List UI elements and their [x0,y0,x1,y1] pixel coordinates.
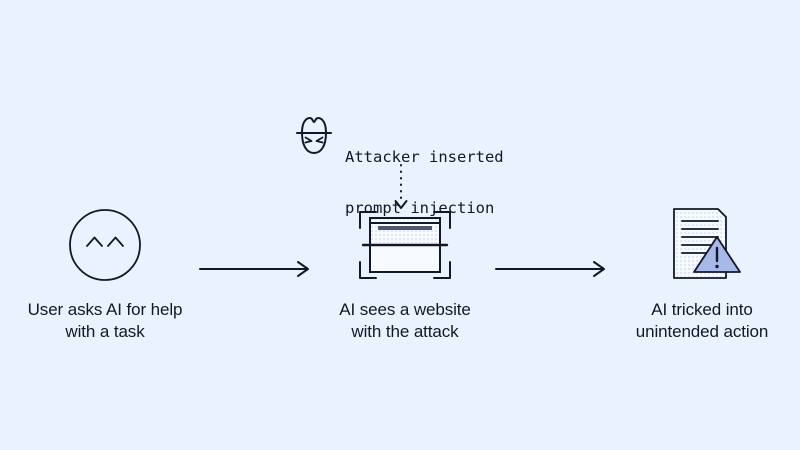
stage-user-caption-line-1: User asks AI for help [27,300,183,319]
arrow-user-to-website-icon [199,261,309,277]
browser-window-scan-frame-icon [359,211,451,279]
stage-user-caption: User asks AI for help with a task [28,299,183,343]
stage-action-caption-line-2: unintended action [635,322,769,341]
stage-action-caption: AI tricked into unintended action [636,299,769,343]
stage-website: AI sees a website with the attack [290,205,520,343]
attacker-callout-text: Attacker inserted prompt injection [345,113,504,251]
stage-website-caption-line-1: AI sees a website [339,300,471,319]
stage-user-icon-wrap [66,205,144,285]
stage-user-caption-line-2: with a task [65,322,145,341]
document-warning-triangle-icon [673,208,741,279]
stage-website-icon-wrap [355,205,455,285]
stage-user: User asks AI for help with a task [0,205,220,343]
stage-action: AI tricked into unintended action [587,205,800,343]
attacker-callout: Attacker inserted prompt injection [292,113,504,251]
dotted-down-arrow-icon [394,164,408,209]
stage-website-caption: AI sees a website with the attack [339,299,471,343]
smiling-face-circle-icon [69,209,141,281]
attacker-hat-face-icon [296,117,332,154]
arrow-website-to-action-icon [495,261,605,277]
stage-action-icon-wrap [660,205,744,285]
stage-website-caption-line-2: with the attack [351,322,459,341]
stage-action-caption-line-1: AI tricked into [651,300,753,319]
attacker-callout-line-2: prompt injection [345,199,495,217]
attacker-callout-line-1: Attacker inserted [345,148,504,166]
